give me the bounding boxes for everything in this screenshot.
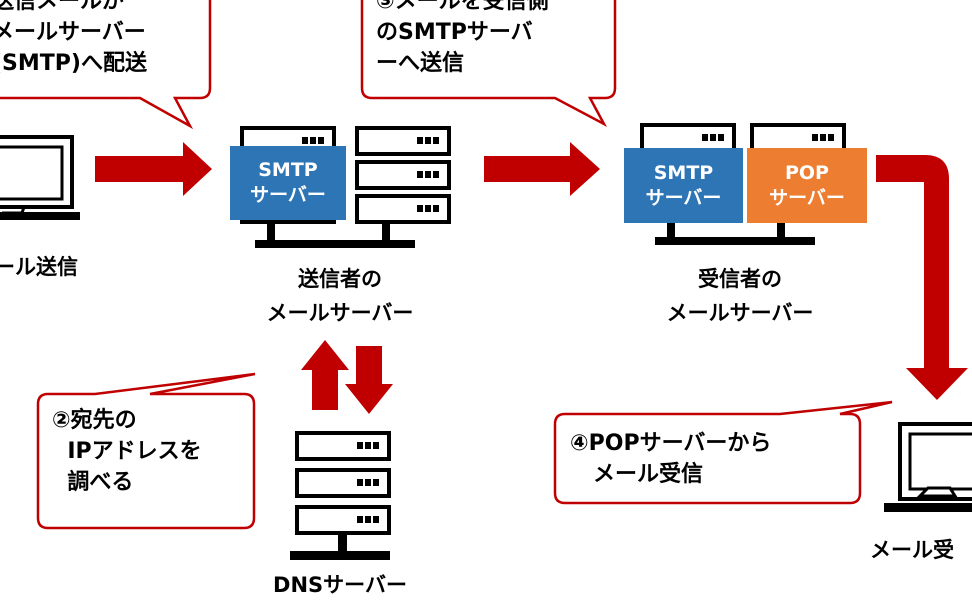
receiver-server-icon	[640, 123, 846, 245]
receiver-server-label: 受信者の メールサーバー	[666, 267, 814, 325]
pop-receiver-tag: POP サーバー	[747, 148, 867, 223]
dns-server-label: DNSサーバー	[273, 573, 407, 597]
receiver-laptop-icon	[884, 422, 972, 512]
bubble-step3	[360, 0, 617, 128]
sender-server-label: 送信者の メールサーバー	[266, 267, 414, 325]
sender-server-icon	[240, 126, 451, 248]
bubble-step1-text: 送信メールが メールサーバー (SMTP)へ配送	[0, 0, 147, 76]
sender-pc-label: ール送信	[0, 255, 78, 279]
bubble-step3-text: ③メールを受信側 のSMTPサーバ ーへ送信	[376, 0, 549, 76]
bubble-step4	[553, 400, 893, 505]
arrow-smtp-to-smtp	[484, 142, 600, 196]
smtp-sender-tag: SMTP サーバー	[230, 146, 346, 220]
bubble-step4-text: ④POPサーバーから メール受信	[570, 431, 772, 487]
arrow-dns-up	[301, 340, 349, 410]
receiver-pc-label: メール受	[870, 538, 954, 562]
smtp-receiver-tag: SMTP サーバー	[624, 148, 743, 223]
bubble-step1	[0, 0, 212, 130]
arrow-pc-to-smtp	[95, 142, 212, 196]
dns-server-icon	[290, 431, 391, 560]
sender-laptop-icon	[0, 135, 80, 220]
bubble-step2-text: ②宛先の IPアドレスを 調べる	[52, 408, 202, 495]
bubble-step2	[36, 372, 256, 530]
arrow-pop-to-pc	[876, 155, 968, 400]
diagram-canvas	[0, 0, 972, 560]
arrow-dns-down	[345, 346, 393, 414]
